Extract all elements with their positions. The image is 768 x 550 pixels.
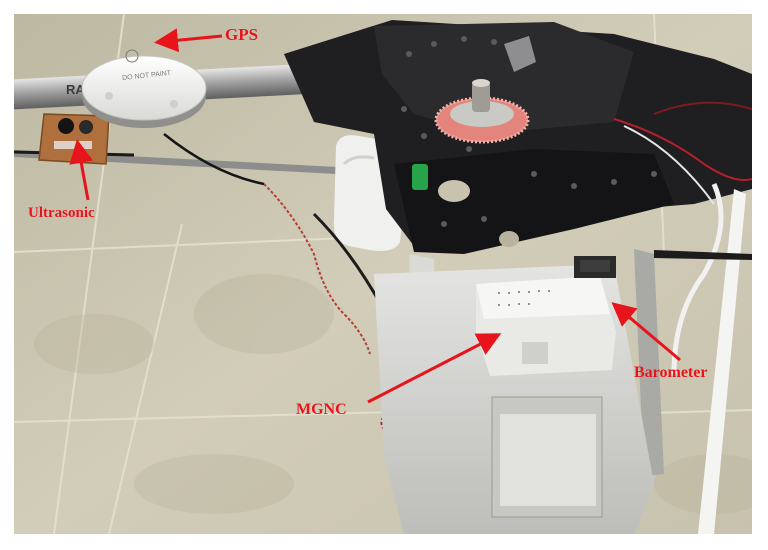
gps-module: DO NOT PAINT xyxy=(81,49,207,128)
helicopter-photo: RA xyxy=(14,14,752,534)
barometer-label: Barometer xyxy=(634,364,708,381)
main-gear xyxy=(434,79,530,144)
floor-mottling xyxy=(34,274,752,514)
tail-boom-marking: RA xyxy=(66,82,85,97)
green-connector xyxy=(412,164,428,190)
ultrasonic-label: Ultrasonic xyxy=(28,205,95,221)
ultrasonic-sensor xyxy=(38,113,110,165)
mgnc-unit xyxy=(476,276,616,376)
mgnc-label: MGNC xyxy=(296,401,347,418)
lower-rod xyxy=(14,150,394,177)
barometer-sensor xyxy=(574,256,616,278)
gps-label: GPS xyxy=(225,25,259,44)
